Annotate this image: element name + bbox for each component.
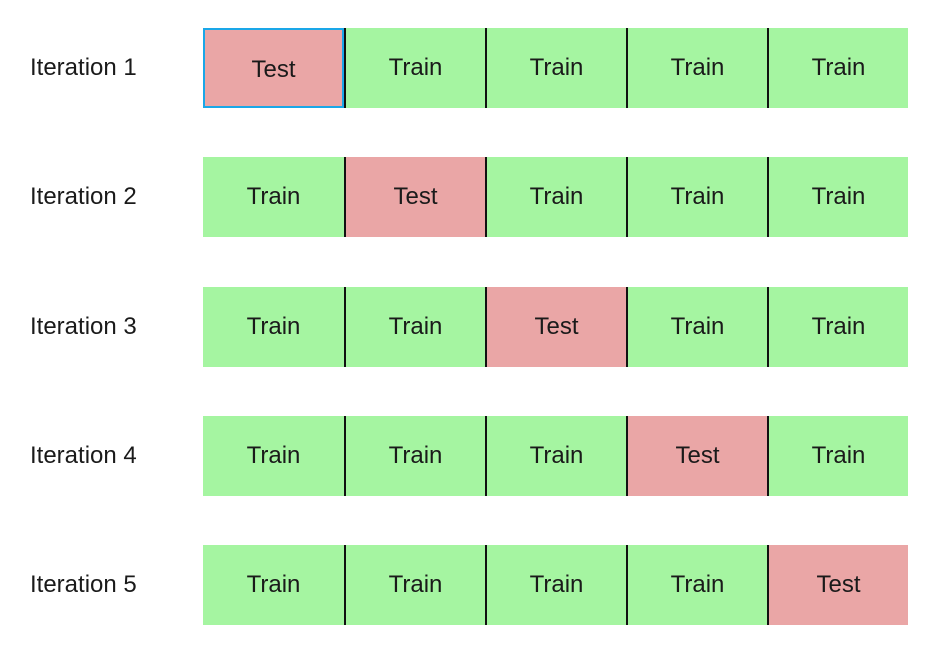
fold-strip: Train Train Train Train Test (203, 545, 909, 625)
fold-train: Train (626, 545, 767, 625)
fold-train: Train (767, 416, 908, 496)
iteration-row-5: Iteration 5 Train Train Train Train Test (0, 545, 940, 625)
fold-train: Train (485, 545, 626, 625)
fold-train: Train (203, 287, 344, 367)
iteration-row-2: Iteration 2 Train Test Train Train Train (0, 157, 940, 237)
fold-test: Test (767, 545, 908, 625)
fold-train: Train (485, 416, 626, 496)
fold-train: Train (344, 28, 485, 108)
fold-strip: Train Test Train Train Train (203, 157, 909, 237)
fold-strip: Train Train Train Test Train (203, 416, 909, 496)
iteration-row-3: Iteration 3 Train Train Test Train Train (0, 287, 940, 367)
iteration-label: Iteration 5 (30, 571, 137, 598)
fold-train: Train (767, 157, 908, 237)
fold-test: Test (626, 416, 767, 496)
fold-test: Test (344, 157, 485, 237)
fold-strip: Test Train Train Train Train (203, 28, 909, 108)
fold-train: Train (344, 545, 485, 625)
iteration-row-4: Iteration 4 Train Train Train Test Train (0, 416, 940, 496)
iteration-label: Iteration 2 (30, 183, 137, 210)
fold-test: Test (203, 28, 344, 108)
iteration-row-1: Iteration 1 Test Train Train Train Train (0, 28, 940, 108)
fold-train: Train (203, 416, 344, 496)
fold-strip: Train Train Test Train Train (203, 287, 909, 367)
fold-train: Train (485, 28, 626, 108)
iteration-label: Iteration 1 (30, 54, 137, 81)
iteration-label: Iteration 3 (30, 313, 137, 340)
fold-train: Train (344, 287, 485, 367)
fold-train: Train (767, 287, 908, 367)
fold-train: Train (344, 416, 485, 496)
fold-train: Train (626, 157, 767, 237)
fold-train: Train (203, 157, 344, 237)
fold-train: Train (767, 28, 908, 108)
fold-train: Train (203, 545, 344, 625)
fold-train: Train (626, 287, 767, 367)
fold-train: Train (485, 157, 626, 237)
fold-test: Test (485, 287, 626, 367)
iteration-label: Iteration 4 (30, 442, 137, 469)
fold-train: Train (626, 28, 767, 108)
